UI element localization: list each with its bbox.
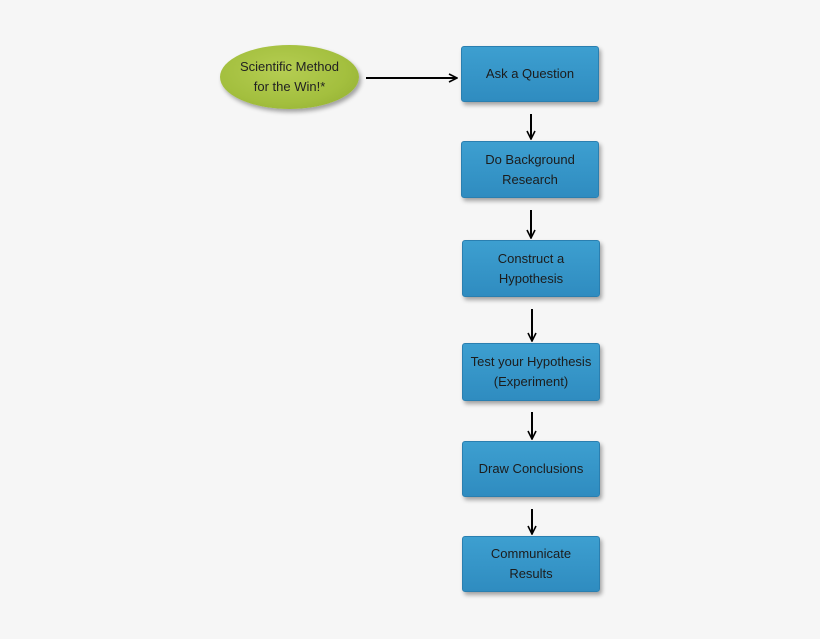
- step-label: Draw Conclusions: [478, 461, 584, 476]
- step-communicate-results: Communicate Results: [462, 536, 600, 592]
- start-node: Scientific Method for the Win!*: [220, 45, 359, 109]
- step-label: Construct a: [497, 250, 565, 266]
- step-label: Research: [502, 171, 558, 187]
- step-label: Test your Hypothesis: [470, 354, 592, 369]
- step-construct-hypothesis: Construct a Hypothesis: [462, 240, 600, 297]
- start-node-line1: Scientific Method: [240, 59, 339, 74]
- step-background-research: Do Background Research: [461, 141, 599, 198]
- step-label: Ask a Question: [485, 66, 575, 81]
- step-label: Hypothesis: [498, 270, 564, 286]
- step-ask-question: Ask a Question: [461, 46, 599, 102]
- start-node-line2: for the Win!*: [253, 79, 326, 94]
- step-draw-conclusions: Draw Conclusions: [462, 441, 600, 497]
- step-label: Communicate Results: [490, 546, 572, 581]
- step-label: (Experiment): [493, 374, 569, 389]
- step-label: Do Background: [485, 151, 575, 167]
- step-test-hypothesis: Test your Hypothesis (Experiment): [462, 343, 600, 401]
